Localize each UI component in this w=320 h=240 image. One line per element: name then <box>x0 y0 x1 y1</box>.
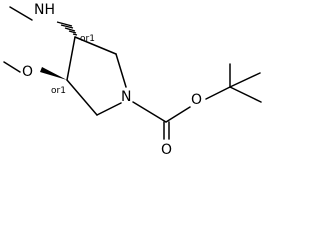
bold-wedge-c4-o <box>40 67 67 80</box>
bond-n-carbonyl <box>132 101 167 123</box>
atom-o-ester: O <box>191 92 202 108</box>
atom-n-ring: N <box>121 89 131 105</box>
atom-o-carbonyl: O <box>161 142 172 158</box>
bond-c4-c5 <box>66 79 98 116</box>
bond-tertc-me-right <box>229 72 261 88</box>
bond-methyl-nh <box>9 6 33 21</box>
chemical-structure: NH O N O O or1 or1 <box>3 2 262 158</box>
bond-c5-n <box>96 102 122 116</box>
atom-nh: NH <box>34 2 55 18</box>
bond-carbonyl-oester <box>165 106 191 123</box>
bonds <box>3 6 262 140</box>
bond-methyl-o <box>3 61 21 73</box>
stereo-label-upper: or1 <box>80 34 95 44</box>
stereo-label-lower: or1 <box>51 86 66 96</box>
bond-c2-n <box>115 53 127 88</box>
bond-oester-tertc <box>205 86 231 100</box>
atom-o-methoxy: O <box>22 64 33 80</box>
bond-tertc-me-down <box>229 86 262 103</box>
bond-c3-c2 <box>74 36 117 55</box>
hashed-wedge-c3-nh <box>56 21 78 36</box>
bond-c3-c4 <box>66 36 76 81</box>
